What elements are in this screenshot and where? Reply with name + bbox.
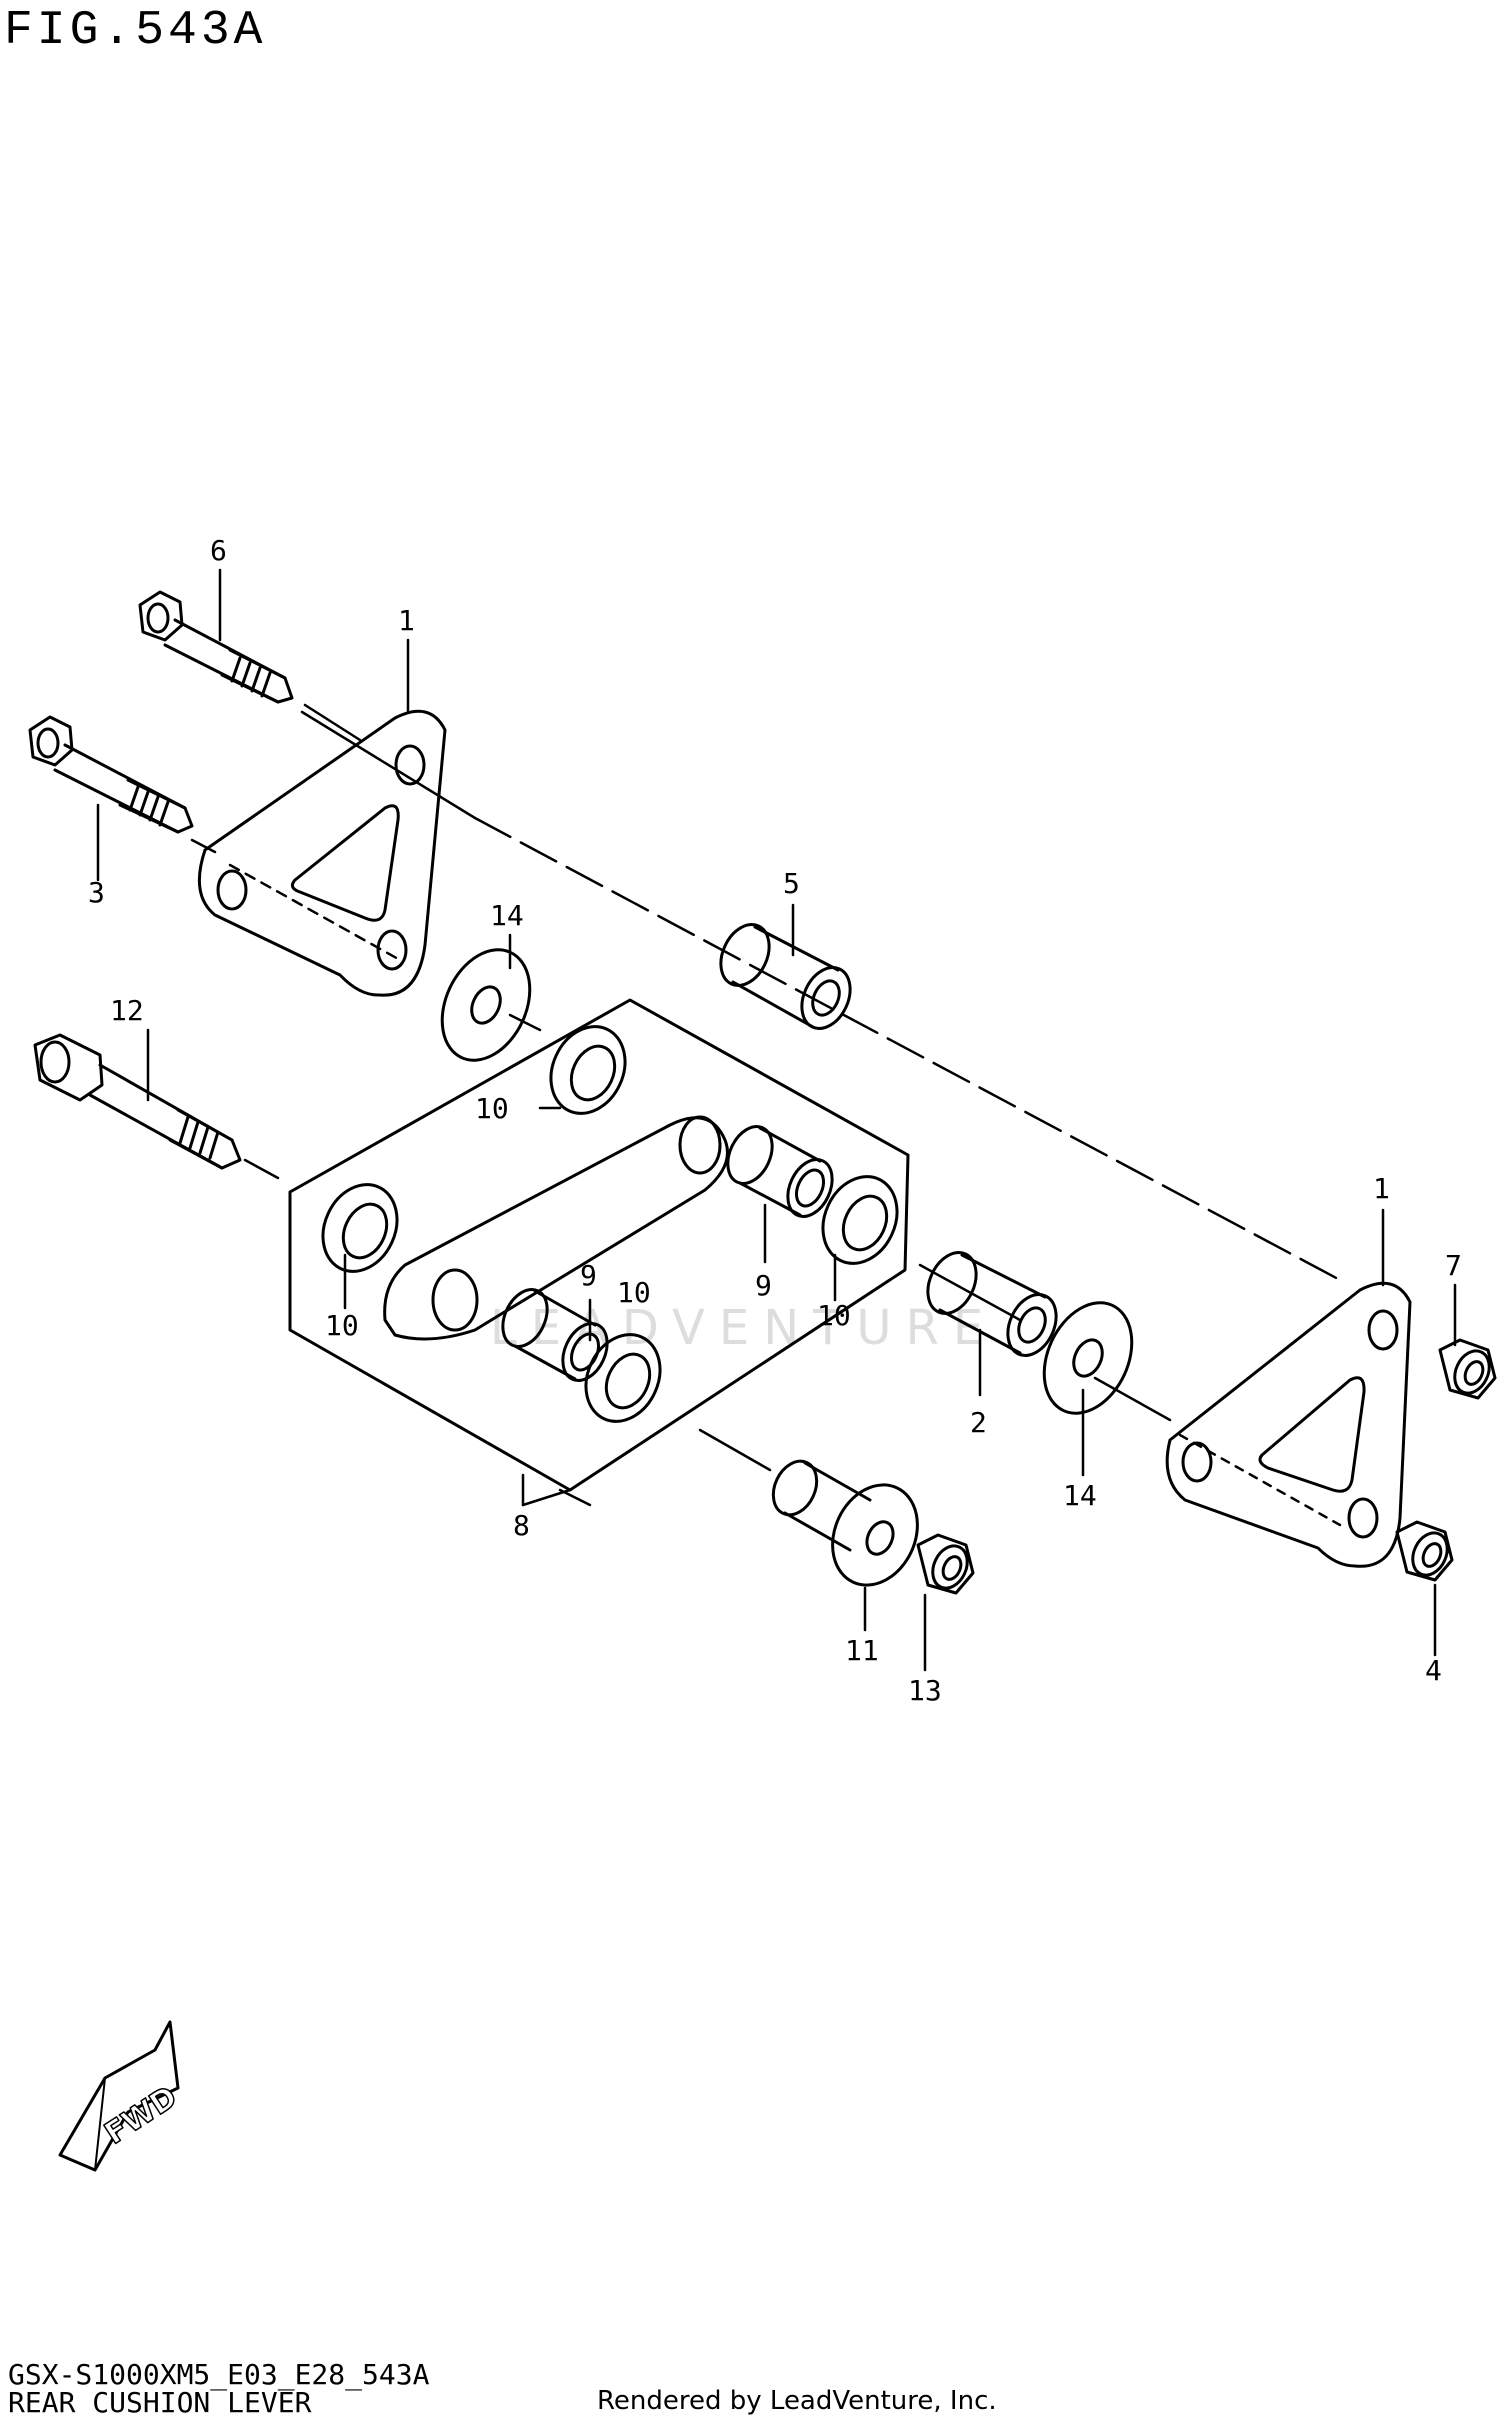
callout-8: 8 xyxy=(513,1509,530,1542)
needle-bearing-9b[interactable] xyxy=(494,1282,616,1387)
callout-14b: 14 xyxy=(1063,1479,1097,1512)
needle-bearing-9a[interactable] xyxy=(719,1119,841,1223)
flange-bolt-6[interactable] xyxy=(138,590,294,704)
flange-nut-7[interactable] xyxy=(1438,1338,1497,1400)
callout-9a: 9 xyxy=(580,1259,597,1292)
fwd-arrow-icon: FWD xyxy=(58,2020,184,2172)
oil-seal-10b[interactable] xyxy=(309,1172,410,1283)
figure-title: FIG.543A xyxy=(4,4,267,58)
spacer-collar-5[interactable] xyxy=(712,917,860,1037)
flange-nut-13[interactable] xyxy=(916,1533,975,1595)
oil-seal-10c[interactable] xyxy=(809,1164,910,1275)
washer-14-left[interactable] xyxy=(425,936,547,1075)
callout-10d: 10 xyxy=(817,1299,851,1332)
callout-leader-lines xyxy=(96,568,1457,1672)
assembly-axis-lines xyxy=(190,703,1342,1527)
callout-labels: 1 1 2 3 4 5 6 7 8 9 9 10 10 10 10 11 12 … xyxy=(88,534,1462,1707)
callout-10c: 10 xyxy=(617,1276,651,1309)
callout-7: 7 xyxy=(1445,1249,1462,1282)
callout-3: 3 xyxy=(88,876,105,909)
callout-2: 2 xyxy=(970,1406,987,1439)
callout-10b: 10 xyxy=(325,1309,359,1342)
watermark: LEADVENTURE xyxy=(490,1300,998,1356)
callout-13: 13 xyxy=(908,1674,942,1707)
spacer-2[interactable] xyxy=(919,1245,1066,1364)
model-code: GSX-S1000XM5_E03_E28_543A xyxy=(8,2358,430,2391)
callout-10a: 10 xyxy=(475,1092,509,1125)
callout-1b: 1 xyxy=(1373,1172,1390,1205)
fwd-label: FWD xyxy=(99,2080,184,2152)
collar-bolt-11[interactable] xyxy=(765,1454,933,1599)
cushion-rod-bracket-1-left[interactable] xyxy=(197,709,447,997)
callout-4: 4 xyxy=(1425,1654,1442,1687)
flange-nut-4[interactable] xyxy=(1395,1520,1454,1582)
cushion-lever-assembly-8[interactable] xyxy=(288,998,910,1492)
callout-5: 5 xyxy=(783,867,800,900)
callout-11: 11 xyxy=(845,1634,879,1667)
render-credit: Rendered by LeadVenture, Inc. xyxy=(597,2386,997,2416)
cushion-rod-bracket-1-right[interactable] xyxy=(1165,1281,1412,1568)
callout-1a: 1 xyxy=(398,604,415,637)
oil-seal-10a[interactable] xyxy=(537,1014,638,1125)
washer-14-right[interactable] xyxy=(1027,1289,1149,1428)
socket-bolt-12[interactable] xyxy=(33,1033,242,1170)
flange-bolt-3[interactable] xyxy=(28,715,194,834)
section-name: REAR CUSHION LEVER xyxy=(8,2386,312,2419)
callout-6: 6 xyxy=(210,534,227,567)
callout-12: 12 xyxy=(110,994,144,1027)
callout-9b: 9 xyxy=(755,1269,772,1302)
callout-14a: 14 xyxy=(490,899,524,932)
